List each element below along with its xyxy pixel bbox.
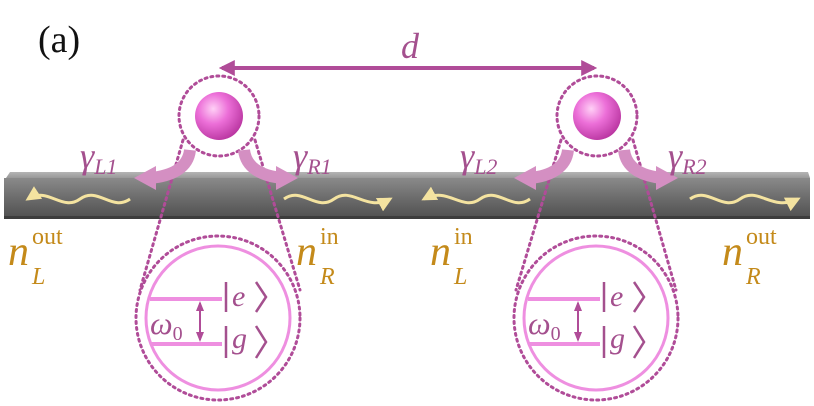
svg-text:in: in — [454, 224, 473, 250]
photon-right-out — [689, 193, 801, 212]
photon-left-out — [25, 186, 131, 205]
svg-text:R: R — [319, 264, 335, 290]
svg-text:n: n — [722, 229, 743, 275]
svg-text:e: e — [610, 280, 623, 313]
svg-text:n: n — [296, 229, 317, 275]
svg-text:n: n — [8, 229, 29, 275]
omega0-label-1: ω0 — [150, 305, 183, 345]
photon-left-in — [421, 186, 531, 205]
waveguide — [4, 172, 810, 219]
atom-2 — [573, 92, 621, 140]
gamma-L2-label: γL2 — [460, 136, 497, 179]
field-label-right-out: n out R — [722, 224, 777, 290]
level-diagram-2 — [522, 244, 670, 392]
svg-text:n: n — [430, 229, 451, 275]
atom-1-group: γL1 γR1 ω0 e g — [80, 74, 332, 402]
svg-text:L: L — [453, 264, 467, 290]
svg-text:e: e — [232, 280, 245, 313]
svg-text:out: out — [32, 224, 63, 250]
svg-text:out: out — [746, 224, 777, 250]
photon-right-in — [283, 193, 393, 212]
field-label-left-out: n out L — [8, 224, 63, 290]
gamma-L1-label: γL1 — [80, 136, 117, 179]
ket-g-2: g — [602, 322, 646, 359]
gamma-R1-label: γR1 — [293, 136, 332, 179]
atom-1 — [195, 92, 243, 140]
svg-text:L: L — [31, 264, 45, 290]
ket-g-1: g — [224, 322, 268, 359]
panel-label: (a) — [38, 19, 80, 61]
gamma-R2-label: γR2 — [668, 136, 707, 179]
level-diagram-1 — [144, 244, 292, 392]
svg-text:g: g — [232, 322, 247, 355]
ket-e-2: e — [602, 280, 646, 313]
field-label-left-in: n in L — [430, 224, 473, 290]
distance-label: d — [401, 26, 420, 66]
ket-e-1: e — [224, 280, 268, 313]
atom-2-group: γL2 γR2 ω0 e g — [460, 74, 707, 402]
svg-text:g: g — [610, 322, 625, 355]
field-label-right-in: n in R — [296, 224, 339, 290]
svg-text:R: R — [745, 264, 761, 290]
omega0-label-2: ω0 — [528, 305, 561, 345]
svg-text:in: in — [320, 224, 339, 250]
